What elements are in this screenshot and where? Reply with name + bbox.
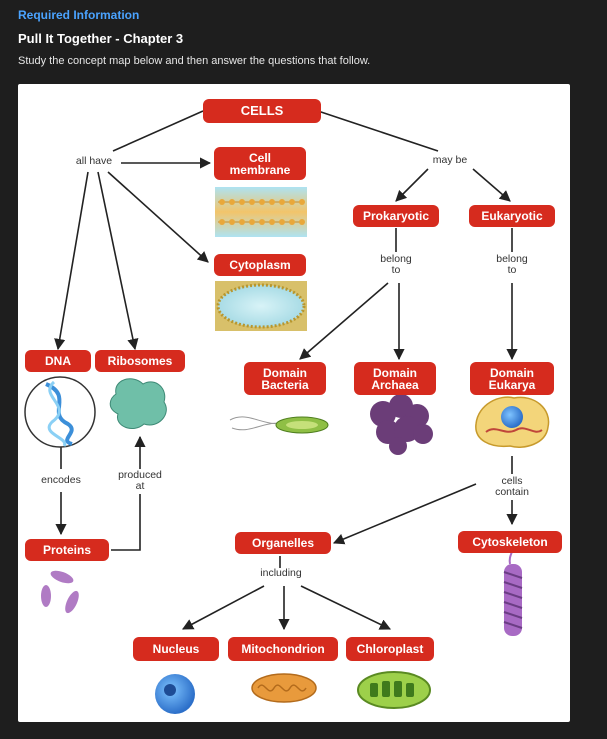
eukaryotic-cell-illustration [475, 396, 550, 448]
cytoskeleton-illustration [503, 541, 523, 636]
link-belong-to-left: belong to [372, 254, 420, 276]
node-proteins: Proteins [25, 539, 109, 561]
page-title: Pull It Together - Chapter 3 [18, 31, 184, 46]
concept-map-card: CELLS Cell membrane Cytoplasm Prokaryoti… [18, 84, 570, 722]
node-chloroplast: Chloroplast [346, 637, 434, 661]
node-domain-archaea: Domain Archaea [354, 362, 436, 395]
node-cytoskeleton: Cytoskeleton [458, 531, 562, 553]
cell-membrane-illustration [215, 187, 307, 237]
concept-map-graphics [24, 110, 550, 714]
bacteria-illustration [229, 416, 329, 434]
node-organelles: Organelles [235, 532, 331, 554]
dna-illustration [24, 376, 96, 448]
node-domain-eukarya: Domain Eukarya [470, 362, 554, 395]
ribosome-illustration [109, 378, 167, 429]
instructions-text: Study the concept map below and then ans… [18, 55, 371, 67]
node-nucleus: Nucleus [133, 637, 219, 661]
node-dna: DNA [25, 350, 91, 372]
mitochondrion-illustration [251, 673, 317, 703]
link-all-have: all have [68, 156, 120, 167]
archaea-illustration [370, 394, 433, 455]
node-prokaryotic: Prokaryotic [353, 205, 439, 227]
link-produced-at: produced at [112, 470, 168, 492]
connector-lines [54, 110, 518, 631]
link-cells-contain: cells contain [484, 476, 540, 498]
link-belong-to-right: belong to [488, 254, 536, 276]
node-cytoplasm: Cytoplasm [214, 254, 306, 276]
chloroplast-illustration [357, 671, 431, 709]
node-ribosomes: Ribosomes [95, 350, 185, 372]
required-information-label: Required Information [18, 8, 140, 22]
node-cell-membrane: Cell membrane [214, 147, 306, 180]
cytoplasm-illustration [215, 281, 307, 331]
link-may-be: may be [425, 155, 475, 166]
link-including: including [252, 568, 310, 579]
node-cells: CELLS [203, 99, 321, 123]
node-eukaryotic: Eukaryotic [469, 205, 555, 227]
proteins-illustration [41, 570, 79, 614]
node-mitochondrion: Mitochondrion [228, 637, 338, 661]
link-encodes: encodes [32, 475, 90, 486]
nucleus-illustration [155, 674, 195, 714]
node-domain-bacteria: Domain Bacteria [244, 362, 326, 395]
